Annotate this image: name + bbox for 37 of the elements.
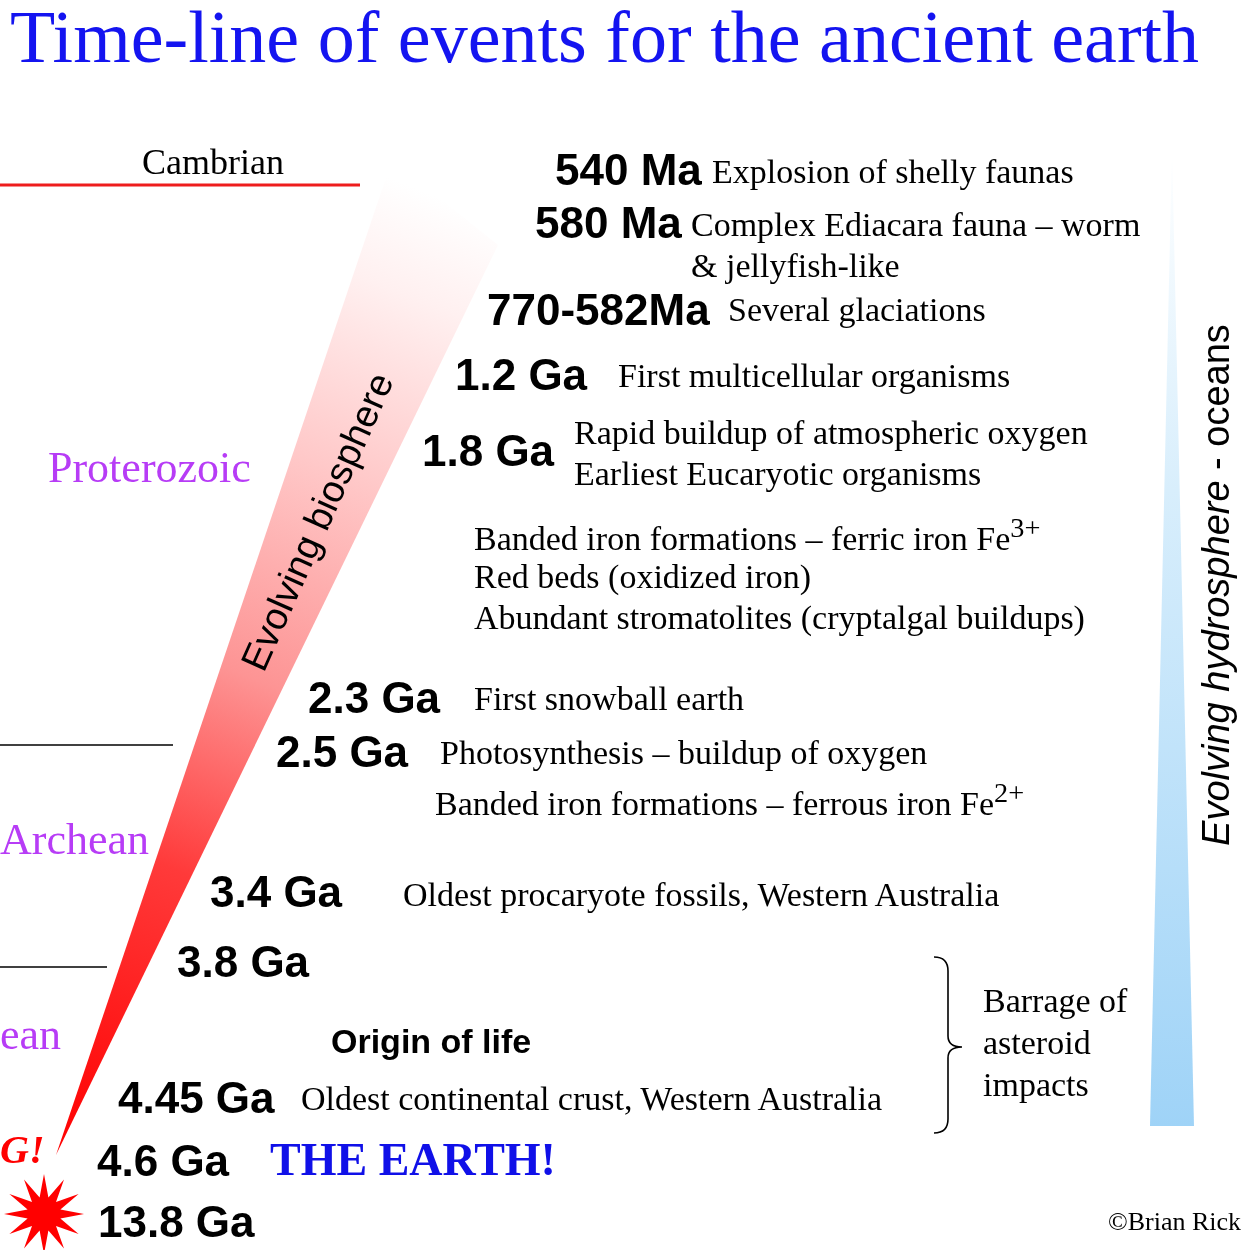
event-text: Rapid buildup of atmospheric oxygen <box>574 413 1088 453</box>
date-label: 540 Ma <box>555 144 702 196</box>
era-label: Archean <box>0 814 149 866</box>
event-text: First snowball earth <box>474 679 745 719</box>
date-label: 4.6 Ga <box>97 1135 230 1187</box>
event-text: First multicellular organisms <box>618 356 1011 396</box>
event-text: Oldest procaryote fossils, Western Australia <box>403 875 1000 915</box>
era-label: Proterozoic <box>48 442 251 494</box>
title: Time-line of events for the ancient earth <box>10 0 1200 74</box>
event-text: Several glaciations <box>728 290 986 330</box>
event-text: Explosion of shelly faunas <box>712 152 1074 192</box>
era-label: ean <box>0 1009 62 1061</box>
date-label: 2.3 Ga <box>308 672 441 724</box>
date-label: 2.5 Ga <box>276 726 409 778</box>
event-text: Banded iron formations – ferrous iron Fe$^{2+}$ <box>435 777 1025 823</box>
event-highlight: THE EARTH! <box>270 1133 556 1187</box>
event-text: Photosynthesis – buildup of oxygen <box>440 733 928 773</box>
event-text: Earliest Eucaryotic organisms <box>574 454 982 494</box>
date-label: 580 Ma <box>535 197 682 249</box>
exclamation-text: G! <box>0 1127 45 1173</box>
date-label: 13.8 Ga <box>98 1196 255 1248</box>
copyright-note: ©Brian Rick <box>1108 1207 1242 1237</box>
date-label: 1.8 Ga <box>422 425 555 477</box>
date-label: 1.2 Ga <box>455 349 588 401</box>
date-label: 3.4 Ga <box>210 866 343 918</box>
event-text: Red beds (oxidized iron) <box>474 557 812 597</box>
bracket-note: Barrage of asteroid impacts <box>983 981 1129 1105</box>
date-label: 4.45 Ga <box>118 1072 275 1124</box>
period-label: Cambrian <box>142 142 284 184</box>
event-text: Complex Ediacara fauna – worm & jellyfish-like <box>691 205 1142 286</box>
date-label: 770-582Ma <box>487 284 710 336</box>
event-text: Abundant stromatolites (cryptalgal buildups) <box>474 598 1085 638</box>
rotated-label: Evolving hydrosphere - oceans <box>1196 324 1238 846</box>
event-heading: Origin of life <box>331 1022 532 1062</box>
event-text: Oldest continental crust, Western Australia <box>301 1079 883 1119</box>
event-text: Banded iron formations – ferric iron Fe$^{3+}$ <box>474 512 1041 558</box>
date-label: 3.8 Ga <box>177 936 310 988</box>
